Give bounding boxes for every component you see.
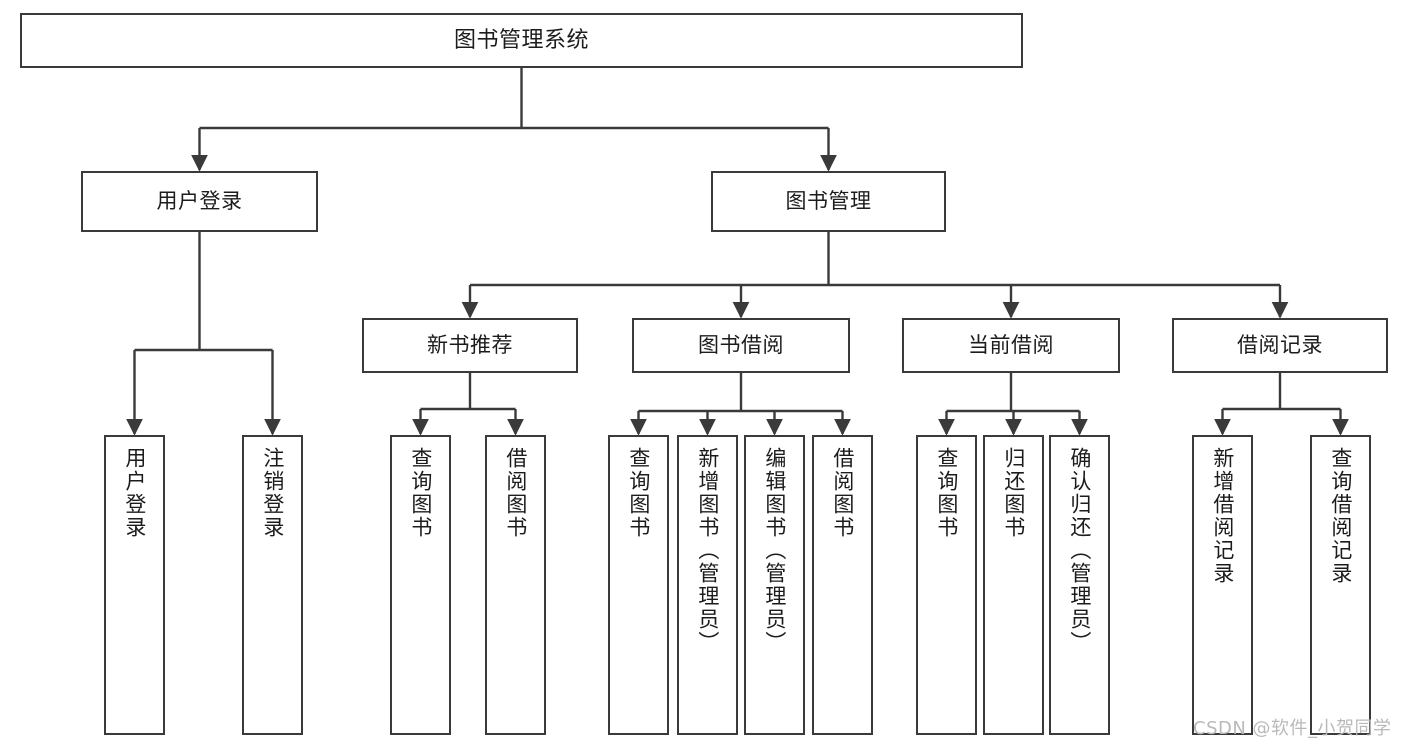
node-leaf-query-book-1[interactable]: 查询图书 [390,435,451,735]
node-new-book-rec[interactable]: 新书推荐 [362,318,578,373]
node-leaf-user-login[interactable]: 用户登录 [104,435,165,735]
node-leaf-borrow-book-1[interactable]: 借阅图书 [485,435,546,735]
node-leaf-add-record-label: 新增借阅记录 [1210,447,1235,585]
node-leaf-query-book-2[interactable]: 查询图书 [608,435,669,735]
node-leaf-confirm-return-label: 确认归还（管理员） [1067,447,1092,654]
node-book-borrow-label: 图书借阅 [698,333,784,358]
node-leaf-user-logout[interactable]: 注销登录 [242,435,303,735]
node-current-borrow[interactable]: 当前借阅 [902,318,1120,373]
node-book-manage[interactable]: 图书管理 [711,171,946,232]
node-borrow-record[interactable]: 借阅记录 [1172,318,1388,373]
node-leaf-query-record[interactable]: 查询借阅记录 [1310,435,1371,735]
node-user-login[interactable]: 用户登录 [81,171,318,232]
node-leaf-return-book[interactable]: 归还图书 [983,435,1044,735]
csdn-watermark: CSDN @软件_小贺同学 [1193,718,1392,739]
node-leaf-borrow-book-2-label: 借阅图书 [830,447,855,539]
node-leaf-user-logout-label: 注销登录 [260,447,285,539]
node-leaf-user-login-label: 用户登录 [122,447,147,539]
node-root-label: 图书管理系统 [453,27,589,53]
node-current-borrow-label: 当前借阅 [968,333,1054,358]
node-book-manage-label: 图书管理 [785,189,872,214]
node-leaf-confirm-return[interactable]: 确认归还（管理员） [1049,435,1110,735]
node-leaf-edit-book-label: 编辑图书（管理员） [762,447,787,654]
node-leaf-add-book[interactable]: 新增图书（管理员） [677,435,738,735]
node-leaf-borrow-book-1-label: 借阅图书 [503,447,528,539]
node-user-login-label: 用户登录 [156,189,243,214]
node-leaf-query-book-3[interactable]: 查询图书 [916,435,977,735]
node-leaf-query-book-1-label: 查询图书 [408,447,433,539]
node-new-book-rec-label: 新书推荐 [427,333,513,358]
node-leaf-query-book-3-label: 查询图书 [934,447,959,539]
node-leaf-edit-book[interactable]: 编辑图书（管理员） [744,435,805,735]
node-leaf-query-record-label: 查询借阅记录 [1328,447,1353,585]
node-leaf-borrow-book-2[interactable]: 借阅图书 [812,435,873,735]
node-leaf-query-book-2-label: 查询图书 [626,447,651,539]
node-borrow-record-label: 借阅记录 [1237,333,1323,358]
node-book-borrow[interactable]: 图书借阅 [632,318,850,373]
node-leaf-add-record[interactable]: 新增借阅记录 [1192,435,1253,735]
node-root[interactable]: 图书管理系统 [20,13,1023,68]
node-leaf-add-book-label: 新增图书（管理员） [695,447,720,654]
node-leaf-return-book-label: 归还图书 [1001,447,1026,539]
